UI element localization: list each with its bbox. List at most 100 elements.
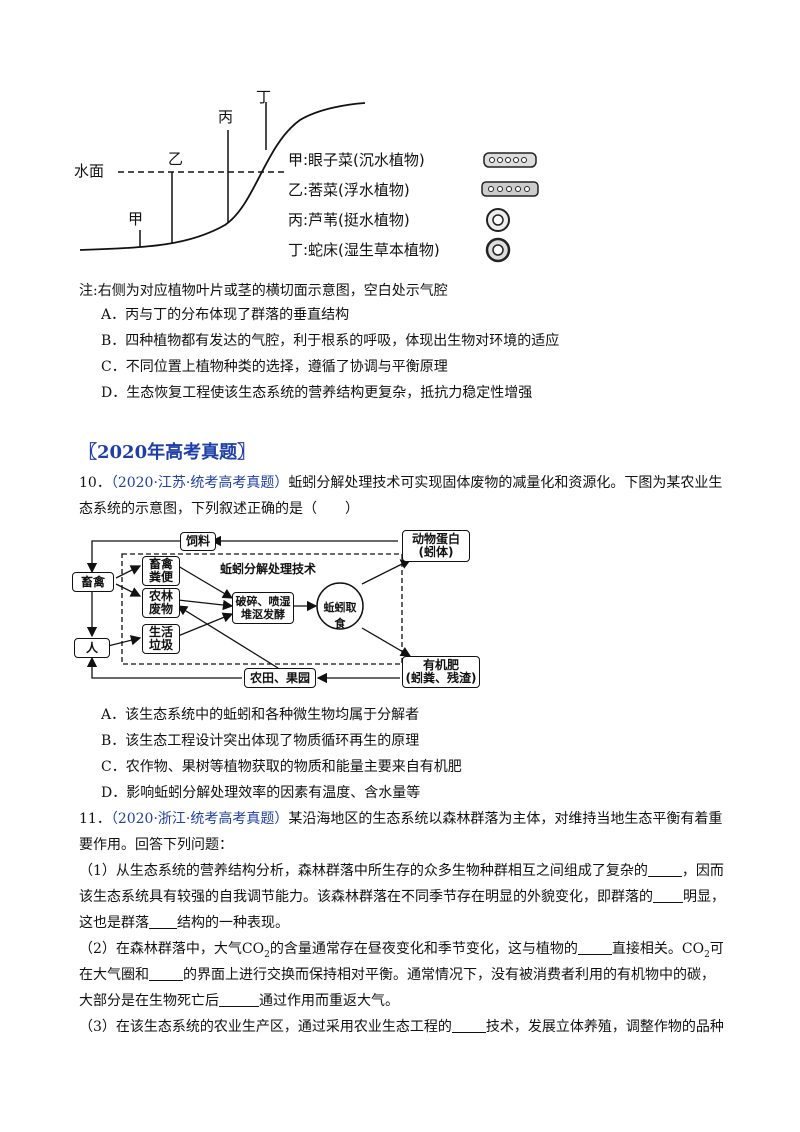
text-run: 的含量通常存在昼夜变化和季节变化，这与植物的 bbox=[269, 941, 578, 957]
garbage-line1: 生活 bbox=[148, 625, 173, 639]
elongated-leaf-section-icon bbox=[481, 181, 539, 197]
farmland-box: 农田、果园 bbox=[244, 668, 316, 688]
text-run: 直接相关。 bbox=[611, 941, 682, 957]
q11-part2-line1: （2）在森林群落中，大气CO2的含量通常存在昼夜变化和季节变化，这与植物的直接相… bbox=[79, 938, 724, 966]
fertilizer-line1: 有机肥 bbox=[422, 658, 459, 672]
answer-blank[interactable] bbox=[149, 914, 177, 929]
text-run: （2）在森林群落中，大气 bbox=[79, 941, 242, 957]
plant-bing-label: 丙 bbox=[218, 108, 234, 126]
slope-curve bbox=[79, 102, 366, 251]
q11-part2-line2: 在大气圈和 的界面上进行交换而保持相对平衡。通常情况下，没有被消费者利用的有机物中… bbox=[79, 964, 715, 986]
answer-blank[interactable] bbox=[149, 966, 183, 981]
text-run: 结构的一种表现。 bbox=[177, 915, 289, 931]
plant-jia-label: 甲 bbox=[128, 210, 144, 228]
feed-box: 饲料 bbox=[180, 532, 216, 551]
legend-label: 乙:莕菜(浮水植物) bbox=[288, 181, 410, 199]
text-run: 明显， bbox=[683, 889, 725, 905]
q11-stem-line1: 某沿海地区的生态系统以森林群落为主体，对维持当地生态平衡有着重 bbox=[288, 811, 723, 827]
plant-ding-label: 丁 bbox=[256, 88, 272, 106]
text-run: （1）从生态系统的营养结构分析，森林群落中所生存的众多生物种群相互之间组成了复杂… bbox=[79, 863, 648, 879]
co2-base: CO bbox=[241, 941, 265, 957]
text-run: 大部分是在生物死亡后 bbox=[79, 993, 219, 1009]
legend-item: 甲:眼子菜(沉水植物) bbox=[288, 145, 538, 175]
q11-part1-line2: 该生态系统具有较强的自我调节能力。该森林群落在不同季节存在明显的外貌变化，即群落… bbox=[79, 886, 725, 908]
q9-option-a: A．丙与丁的分布体现了群落的垂直结构 bbox=[101, 307, 350, 323]
q9-option-c: C．不同位置上植物种类的选择，遵循了协调与平衡原理 bbox=[101, 359, 448, 375]
q11-stem-line2: 要作用。回答下列问题： bbox=[79, 837, 233, 853]
waste-line1: 农林 bbox=[148, 589, 173, 603]
q10-stem: 10．（2020·江苏·统考高考真题）蚯蚓分解处理技术可实现固体废物的减量化和资… bbox=[79, 472, 722, 494]
waste-line2: 废物 bbox=[148, 602, 173, 616]
co2-formula: CO2 bbox=[241, 941, 270, 960]
manure-line1: 畜禽 bbox=[148, 557, 173, 571]
q10-option-a: A．该生态系统中的蚯蚓和各种微生物均属于分解者 bbox=[101, 707, 420, 723]
flow-arrows-svg bbox=[86, 535, 412, 684]
co2-formula: CO2 bbox=[681, 941, 710, 960]
q11-part2-line3: 大部分是在生物死亡后 通过作用而重返大气。 bbox=[79, 990, 399, 1012]
fertilizer-box: 有机肥 (蚓粪、残渣) bbox=[402, 656, 480, 688]
manure-box: 畜禽 粪便 bbox=[142, 556, 180, 586]
protein-line2: (蚓体) bbox=[418, 545, 454, 559]
waste-box: 农林 废物 bbox=[142, 588, 180, 618]
protein-box: 动物蛋白 (蚓体) bbox=[402, 530, 470, 562]
answer-blank[interactable] bbox=[451, 1018, 486, 1033]
answer-blank[interactable] bbox=[219, 992, 259, 1007]
text-run: 在大气圈和 bbox=[79, 967, 149, 983]
text-run: （3）在该生态系统的农业生产区，通过采用农业生态工程的 bbox=[79, 1019, 452, 1035]
text-run: 这也是群落 bbox=[79, 915, 149, 931]
q10-stem-line2: 态系统的示意图，下列叙述正确的是（ ） bbox=[79, 501, 359, 517]
q11-part3-line1: （3）在该生态系统的农业生产区，通过采用农业生态工程的 技术，发展立体养殖，调整作… bbox=[79, 1016, 724, 1038]
process-line2: 堆沤发酵 bbox=[241, 608, 285, 621]
legend-label: 丁:蛇床(湿生草本植物) bbox=[288, 241, 440, 259]
answer-blank[interactable] bbox=[577, 940, 612, 955]
q9-option-b: B．四种植物都有发达的气腔，利于根系的呼吸，体现出生物对环境的适应 bbox=[101, 333, 560, 349]
garbage-line2: 垃圾 bbox=[148, 638, 173, 652]
q11-number: 11． bbox=[79, 811, 111, 827]
text-run: 的界面上进行交换而保持相对平衡。通常情况下，没有被消费者利用的有机物中的碳， bbox=[183, 967, 715, 983]
process-line1: 破碎、喷湿 bbox=[235, 595, 291, 608]
earthworm-label: 蚯蚓取食 bbox=[323, 601, 357, 630]
co2-subscript: 2 bbox=[264, 949, 270, 960]
q10-number: 10． bbox=[79, 475, 111, 491]
human-box: 人 bbox=[74, 638, 110, 658]
co2-subscript: 2 bbox=[704, 949, 710, 960]
slope-profile-svg bbox=[79, 102, 366, 251]
co2-base: CO bbox=[681, 941, 705, 957]
legend-item: 丙:芦苇(挺水植物) bbox=[288, 205, 538, 235]
ring-stem-section-icon bbox=[485, 237, 511, 263]
text-run: 通过作用而重返大气。 bbox=[259, 993, 399, 1009]
protein-line1: 动物蛋白 bbox=[411, 532, 460, 546]
section-heading: 〖2020年高考真题〗 bbox=[79, 442, 256, 463]
answer-blank[interactable] bbox=[647, 862, 682, 877]
water-surface-label: 水面 bbox=[74, 162, 105, 180]
answer-blank[interactable] bbox=[653, 888, 683, 903]
plant-legend: 甲:眼子菜(沉水植物) 乙:莕菜(浮水植物) 丙:芦苇(挺水植物) 丁:蛇床(湿… bbox=[288, 145, 538, 265]
cross-section-icons bbox=[481, 152, 539, 263]
q11-source: （2020·浙江·统考高考真题） bbox=[110, 811, 289, 827]
legend-item: 乙:莕菜(浮水植物) bbox=[288, 175, 538, 205]
q10-option-b: B．该生态工程设计突出体现了物质循环再生的原理 bbox=[101, 733, 420, 749]
plant-yi-label: 乙 bbox=[168, 150, 184, 168]
text-run: 可 bbox=[709, 941, 724, 957]
tech-dashed-frame bbox=[121, 553, 403, 665]
text-run: ，因而 bbox=[681, 863, 724, 879]
q9-option-d: D．生态恢复工程使该生态系统的营养结构更复杂，抵抗力稳定性增强 bbox=[101, 385, 533, 401]
fertilizer-line2: (蚓粪、残渣) bbox=[405, 671, 477, 685]
legend-item: 丁:蛇床(湿生草本植物) bbox=[288, 235, 538, 265]
process-box: 破碎、喷湿 堆沤发酵 bbox=[232, 592, 294, 624]
tech-title: 蚯蚓分解处理技术 bbox=[220, 562, 317, 576]
garbage-box: 生活 垃圾 bbox=[142, 624, 180, 654]
legend-label: 甲:眼子菜(沉水植物) bbox=[288, 151, 425, 169]
wetland-profile-figure: 水面 甲 乙 丙 丁 bbox=[60, 88, 540, 270]
q9-note: 注:右侧为对应植物叶片或茎的横切面示意图，空白处示气腔 bbox=[79, 283, 448, 299]
q10-option-d: D．影响蚯蚓分解处理效率的因素有温度、含水量等 bbox=[101, 785, 421, 801]
q10-source: （2020·江苏·统考高考真题） bbox=[110, 475, 289, 491]
livestock-box: 畜禽 bbox=[72, 572, 114, 592]
q10-stem-line1: 蚯蚓分解处理技术可实现固体废物的减量化和资源化。下图为某农业生 bbox=[288, 475, 723, 491]
earthworm-circle bbox=[316, 582, 364, 630]
text-run: 技术，发展立体养殖，调整作物的品种 bbox=[485, 1019, 724, 1035]
ring-stem-section-icon bbox=[486, 208, 510, 232]
earthworm-flow-diagram: 饲料 畜禽 人 畜禽 粪便 农林 废物 生活 垃圾 蚯蚓分解处理技术 破碎、喷湿… bbox=[70, 526, 490, 696]
text-run: 该生态系统具有较强的自我调节能力。该森林群落在不同季节存在明显的外貌变化，即群落… bbox=[79, 889, 653, 905]
q11-part1-line1: （1）从生态系统的营养结构分析，森林群落中所生存的众多生物种群相互之间组成了复杂… bbox=[79, 860, 724, 882]
